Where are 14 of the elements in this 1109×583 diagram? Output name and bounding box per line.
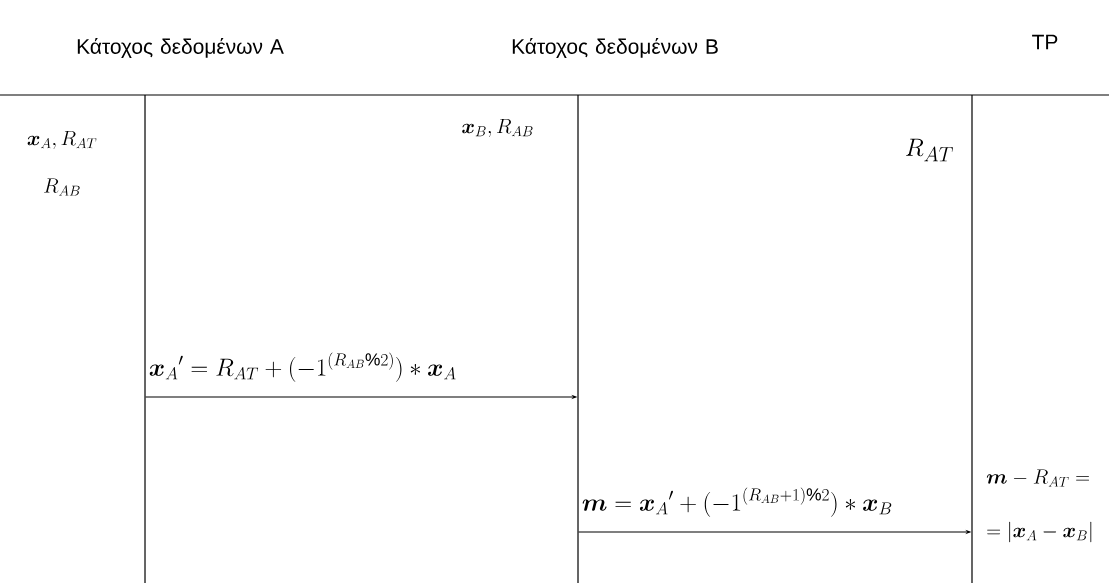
formula-label: $\boldsymbol{m}-R_{AT}=$ (986, 469, 1090, 487)
edge-label: $\boldsymbol{x}_A{}'=R_{AT}+(-1^{(R_{AB}\%2)})\ast\boldsymbol{x}_A$ (149, 352, 456, 382)
lifeline-header: TP (1032, 34, 1058, 50)
lifeline (577, 94, 579, 583)
formula-label: $\boldsymbol{x}_A,R_{AT}$ (27, 130, 97, 150)
lifeline (144, 94, 146, 583)
edge-label: $\boldsymbol{m}=\boldsymbol{x}_A{}'+(-1^{(R_{AB}+1)\%2})\ast\boldsymbol{x}_B$ (582, 487, 892, 517)
formula-label: $\boldsymbol{x}_B,R_{AB}$ (462, 118, 533, 138)
formula-label: $R_{AT}$ (906, 138, 953, 162)
lifeline-header: Κάτοχος δεδομένων A (77, 37, 284, 59)
lifeline-header: Κάτοχος δεδομένων B (512, 37, 718, 59)
lifeline (971, 94, 973, 583)
formula-label: $=|\boldsymbol{x}_A-\boldsymbol{x}_B|$ (987, 521, 1092, 543)
formula-label: $R_{AB}$ (44, 178, 80, 196)
